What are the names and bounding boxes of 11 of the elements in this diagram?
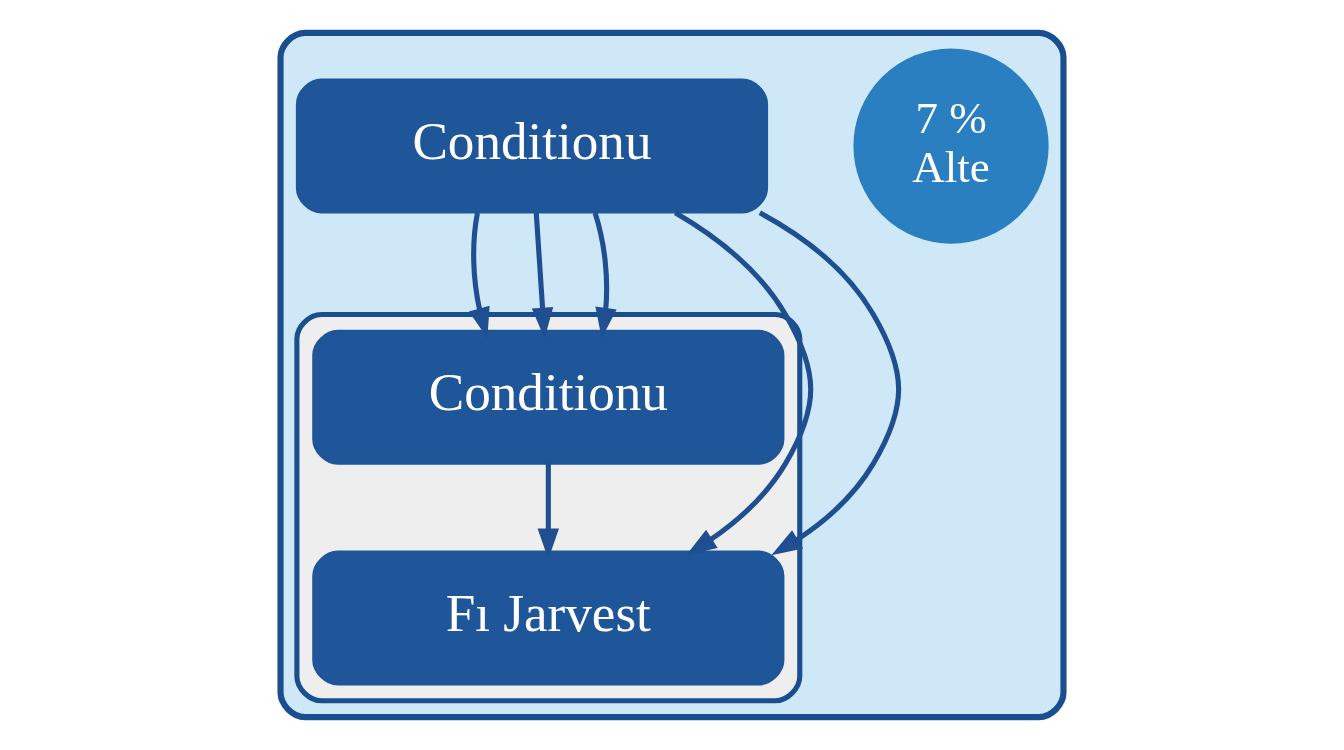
arrow (468, 212, 490, 339)
arrow (531, 212, 554, 339)
node-box: Conditionu (295, 78, 769, 214)
arrow (673, 210, 814, 556)
node-box: Conditionu (312, 329, 785, 465)
arrow (758, 210, 902, 556)
arrow (592, 212, 617, 339)
arrow (537, 463, 560, 560)
node-circle: 7 % Alte (853, 48, 1049, 244)
node-box: Fı Jarvest (312, 550, 785, 686)
cluster (277, 29, 1067, 721)
